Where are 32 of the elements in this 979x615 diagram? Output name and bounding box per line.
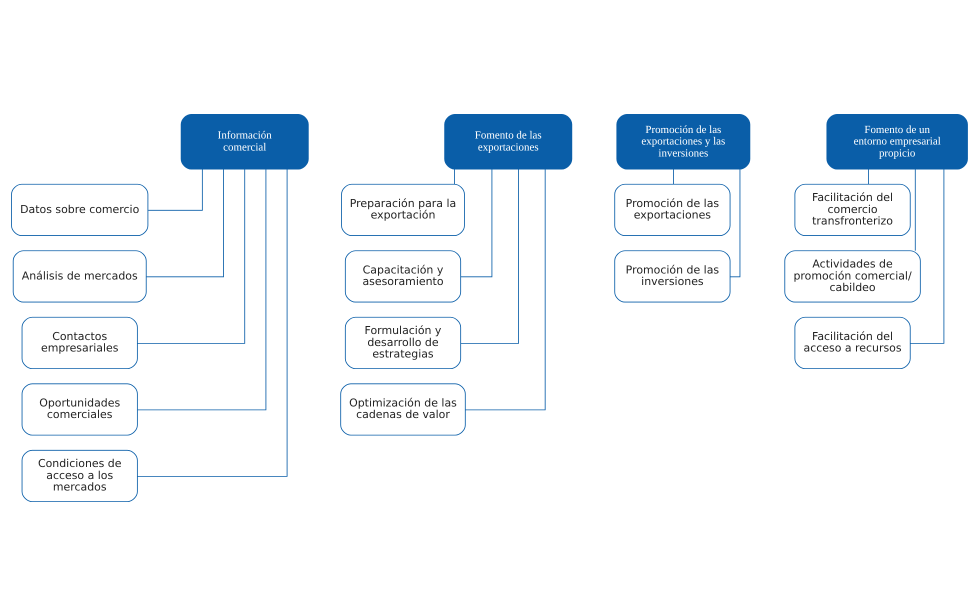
connector — [868, 168, 869, 184]
connector — [148, 168, 203, 210]
connector — [137, 168, 266, 410]
connector — [146, 168, 224, 277]
connector — [137, 168, 246, 344]
node-box: Análisis de mercados — [12, 250, 147, 302]
node-box: Promoción de las exportaciones — [614, 183, 730, 236]
node-box: Datos sobre comercio — [11, 183, 148, 236]
node-box: Información comercial — [180, 113, 309, 169]
node-box: Capacitación y asesoramiento — [344, 250, 462, 302]
node-box: Oportunidades comerciales — [22, 382, 138, 436]
node-box: Facilitación del acceso a recursos — [794, 316, 911, 369]
node-box: Contactos empresariales — [22, 316, 138, 369]
node-box: Condiciones de acceso a los mercados — [22, 449, 138, 502]
node-box: Actividades de promoción comercial/ cabildeo — [784, 250, 921, 302]
node-box: Promoción de las inversiones — [614, 250, 730, 302]
node-box: Facilitación del comercio transfronterizo — [794, 183, 911, 236]
connector — [137, 168, 288, 476]
connector — [730, 168, 740, 277]
node-box: Optimización de las cadenas de valor — [340, 382, 466, 436]
connector — [673, 168, 674, 184]
connector — [910, 168, 944, 344]
node-box: Formulación y desarrollo de estrategias — [344, 316, 462, 369]
node-box: Fomento de las exportaciones — [444, 113, 572, 169]
connector — [454, 168, 455, 184]
node-box: Fomento de un entorno empresarial propicio — [826, 113, 968, 169]
connector — [914, 168, 916, 251]
node-box: Preparación para la exportación — [341, 183, 465, 236]
connector — [464, 168, 546, 410]
connector — [460, 168, 492, 277]
node-box: Promoción de las exportaciones y las inversiones — [616, 113, 750, 169]
connector — [460, 168, 519, 344]
